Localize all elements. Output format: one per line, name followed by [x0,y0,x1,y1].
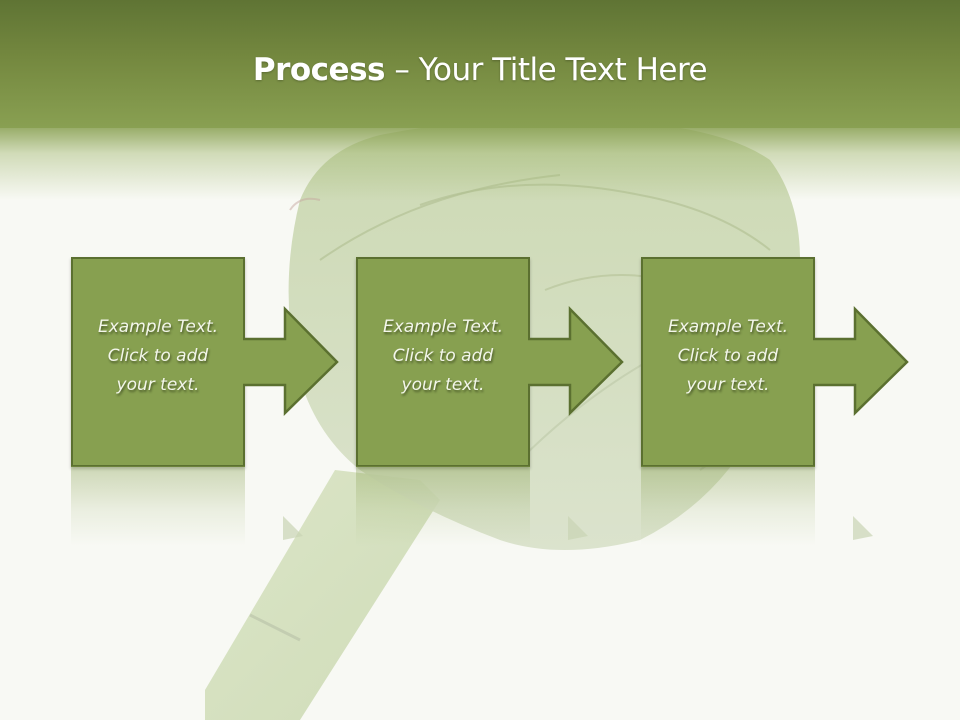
step-text-line: Example Text. [382,317,504,337]
arrow-right-icon [813,305,909,416]
step-reflection [71,466,245,546]
slide-title[interactable]: Process – Your Title Text Here [0,52,960,88]
step-reflection [641,466,815,546]
title-bold-part: Process [252,52,386,88]
step-text-line: Click to add [677,346,779,366]
step-text-line: Click to add [392,346,494,366]
arrow-reflection [568,516,588,540]
header-fade [0,128,960,200]
step-text-line: your text. [686,375,770,395]
arrow-right-icon [528,305,624,416]
step-text-line: Example Text. [97,317,219,337]
header-band [0,0,960,128]
title-rest-part: – Your Title Text Here [385,52,708,88]
step-reflection [356,466,530,546]
step-box[interactable]: Example Text. Click to add your text. [356,257,530,467]
step-text[interactable]: Example Text. Click to add your text. [643,313,813,400]
arrow-right-icon [243,305,339,416]
arrow-reflection [283,516,303,540]
step-box[interactable]: Example Text. Click to add your text. [641,257,815,467]
step-text-line: Example Text. [667,317,789,337]
step-text-line: your text. [401,375,485,395]
step-box[interactable]: Example Text. Click to add your text. [71,257,245,467]
step-text-line: Click to add [107,346,209,366]
step-text[interactable]: Example Text. Click to add your text. [73,313,243,400]
step-text-line: your text. [116,375,200,395]
arrow-reflection [853,516,873,540]
step-text[interactable]: Example Text. Click to add your text. [358,313,528,400]
